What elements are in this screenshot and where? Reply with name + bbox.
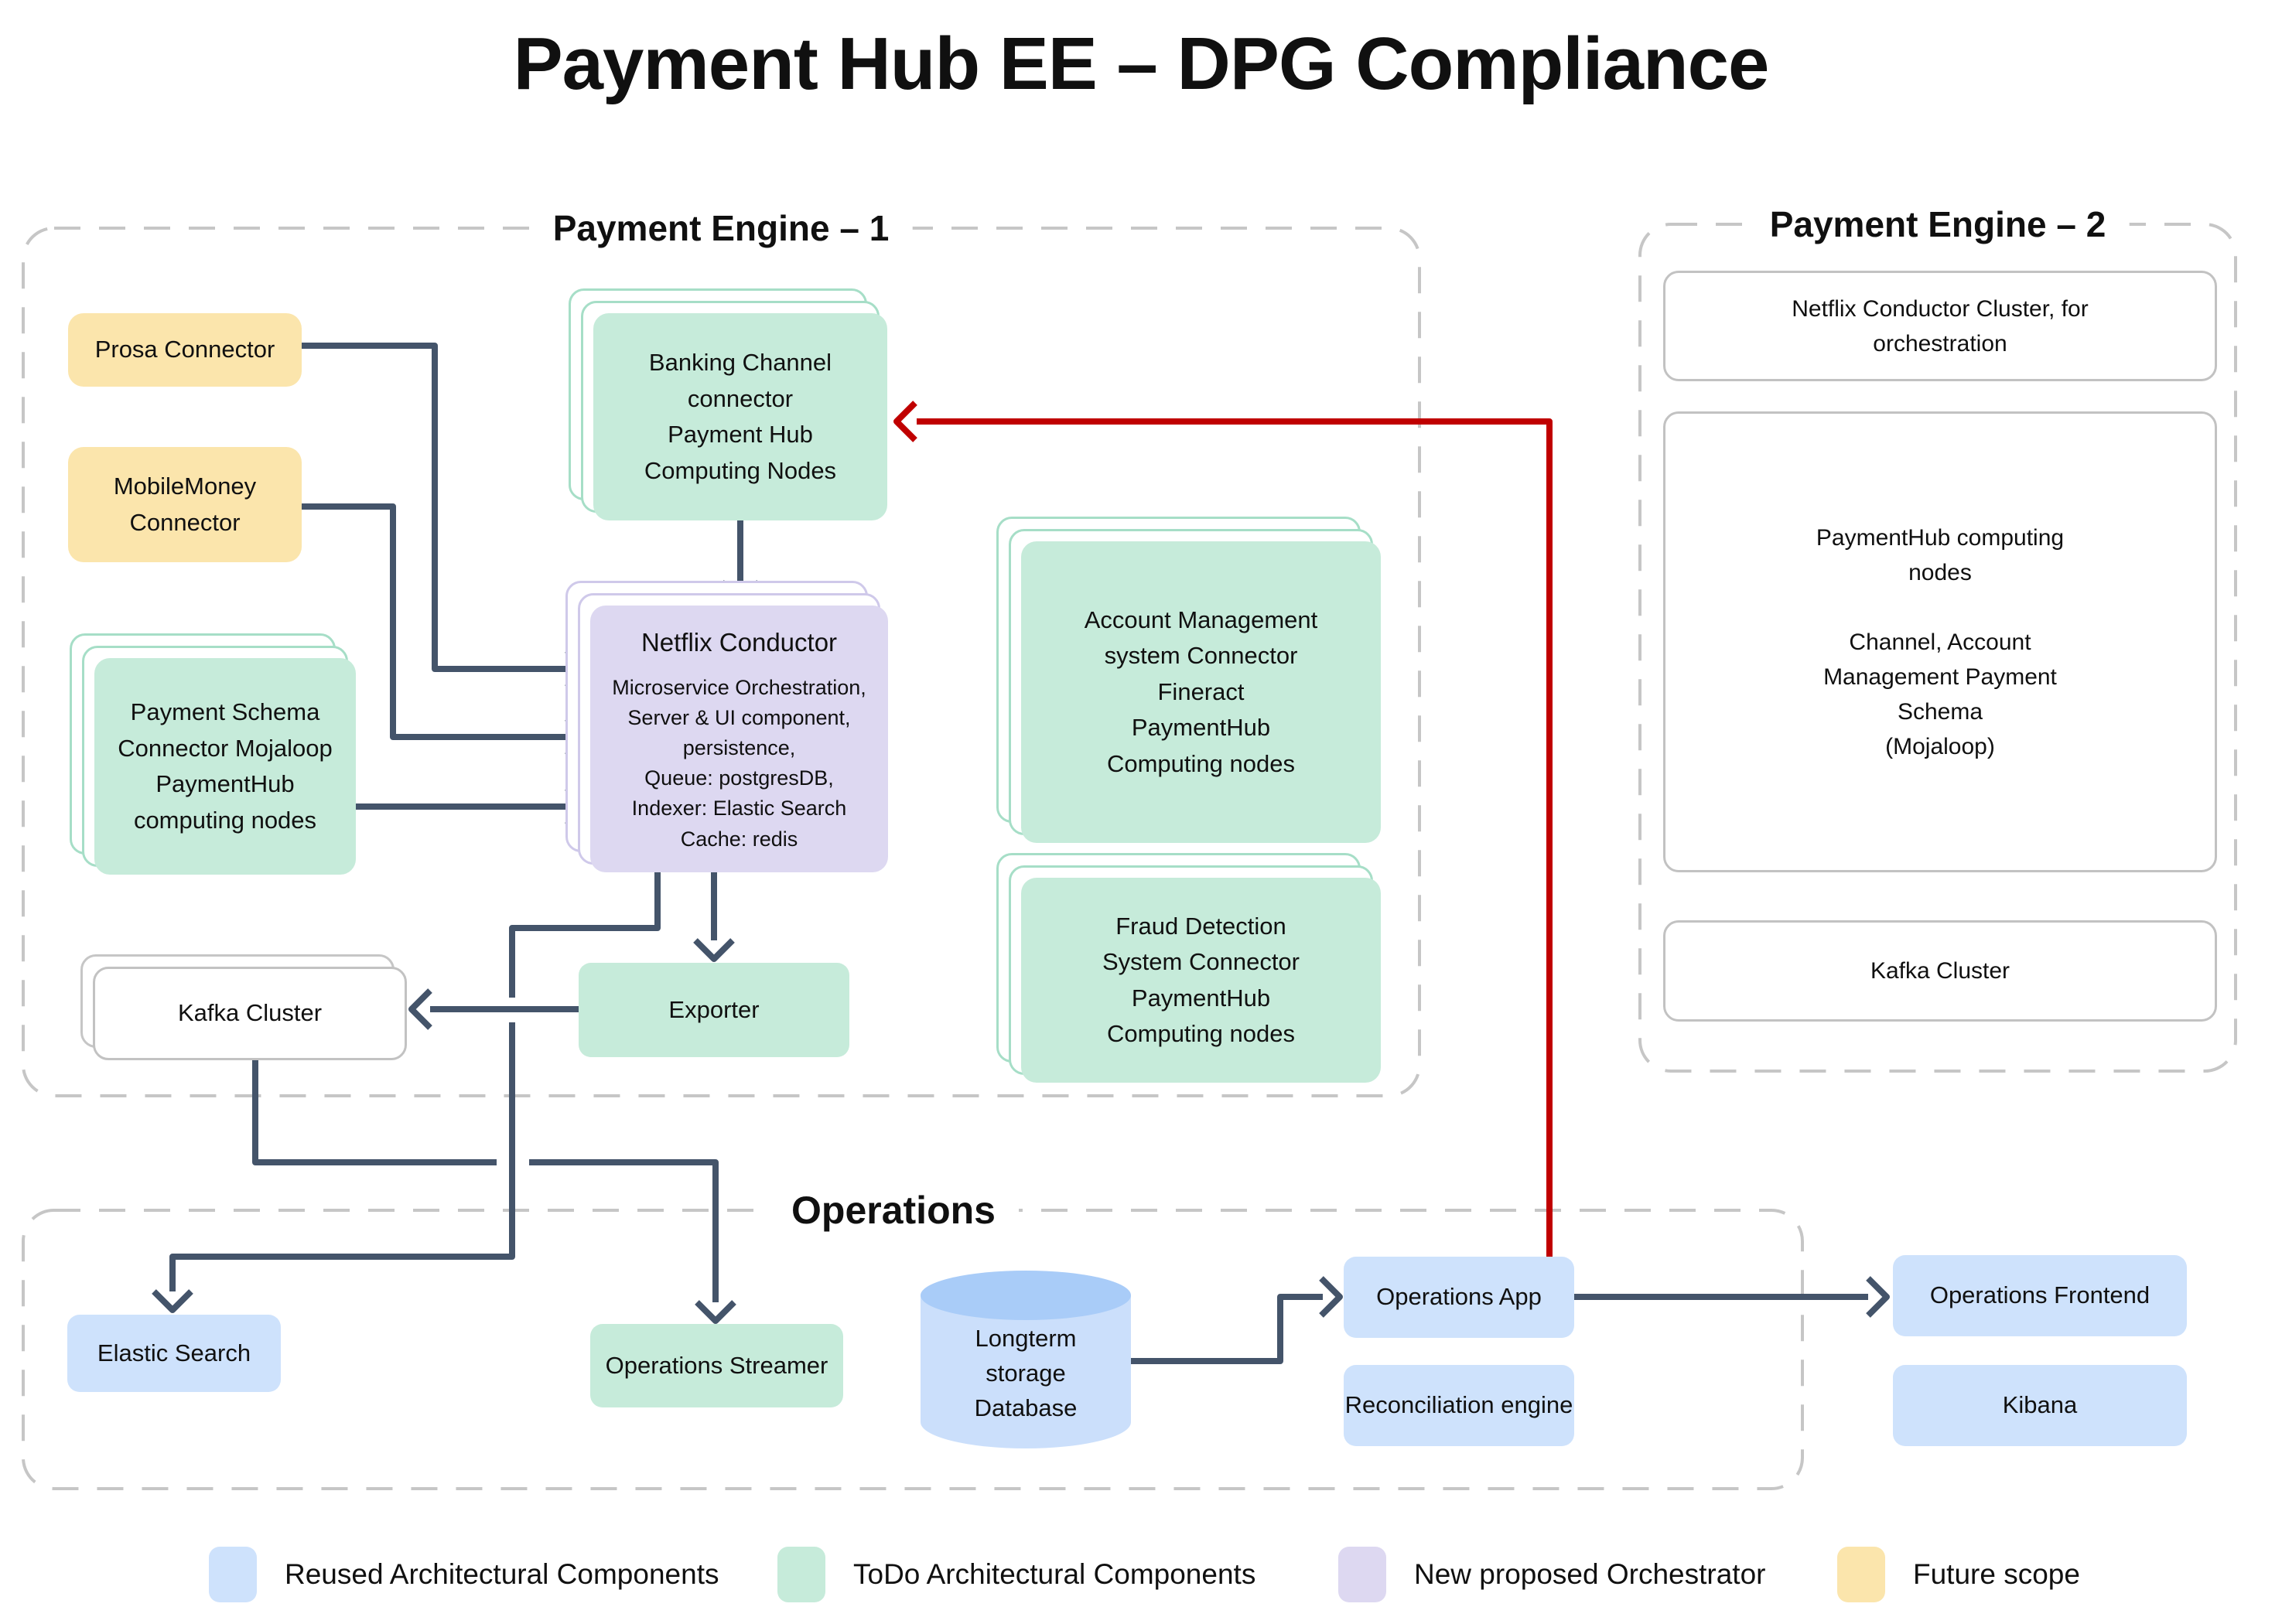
payment-schema-connector-node: Payment Schema Connector Mojaloop Paymen… (70, 633, 356, 875)
fraud-detection-connector-node: Fraud Detection System Connector Payment… (996, 853, 1381, 1083)
engine1-zone-label: Payment Engine – 1 (529, 207, 913, 249)
engine2-computing-nodes-node: PaymentHub computing nodes Channel, Acco… (1663, 411, 2217, 872)
wire-kafka-to-streamer-2 (529, 1159, 719, 1302)
conductor-details: Microservice Orchestration, Server & UI … (612, 675, 866, 851)
engine2-conductor-cluster-node: Netflix Conductor Cluster, for orchestra… (1663, 271, 2217, 381)
legend-item-todo: ToDo Architectural Components (777, 1547, 1255, 1602)
page-title: Payment Hub EE – DPG Compliance (513, 22, 1770, 105)
account-management-connector-node: Account Management system Connector Fine… (996, 517, 1381, 843)
conductor-title: Netflix Conductor (641, 628, 838, 657)
operations-frontend-node: Operations Frontend (1893, 1255, 2187, 1336)
operations-app-node: Operations App (1344, 1257, 1574, 1338)
exporter-node: Exporter (579, 963, 849, 1057)
wire-conductor-to-elastic-2 (169, 1022, 515, 1291)
netflix-conductor-node: Netflix Conductor Microservice Orchestra… (565, 581, 888, 872)
arrowhead-down-icon (693, 938, 735, 962)
wire-kafka-to-streamer-1 (252, 1054, 497, 1165)
kibana-node: Kibana (1893, 1365, 2187, 1446)
arrowhead-down-icon (695, 1300, 736, 1324)
mobilemoney-connector-node: MobileMoney Connector (68, 447, 302, 562)
banking-channel-connector-node: Banking Channel connector Payment Hub Co… (569, 288, 887, 520)
wire-storage-to-opsapp (1131, 1294, 1323, 1364)
wire-opsapp-to-banking-red (917, 418, 1553, 1257)
arrowhead-right-icon (1866, 1276, 1890, 1318)
database-cylinder-icon (921, 1295, 1131, 1448)
operations-zone-label: Operations (768, 1188, 1019, 1233)
elastic-search-node: Elastic Search (67, 1315, 281, 1392)
wire-conductor-to-elastic-1 (509, 872, 661, 998)
legend-item-reused: Reused Architectural Components (209, 1547, 719, 1602)
operations-streamer-node: Operations Streamer (590, 1324, 843, 1407)
arrowhead-left-icon (408, 988, 432, 1030)
legend-swatch-purple-icon (1338, 1547, 1386, 1602)
legend-swatch-yellow-icon (1837, 1547, 1885, 1602)
arrowhead-down-icon (152, 1289, 193, 1313)
engine2-zone-label: Payment Engine – 2 (1746, 203, 2130, 245)
arrowhead-right-icon (1319, 1276, 1343, 1318)
reconciliation-engine-node: Reconciliation engine (1344, 1365, 1574, 1446)
engine2-zone-border (1638, 223, 2237, 1073)
legend-item-orchestrator: New proposed Orchestrator (1338, 1547, 1765, 1602)
longterm-storage-database-node: Longterm storage Database (921, 1271, 1131, 1473)
prosa-connector-node: Prosa Connector (68, 313, 302, 387)
database-cylinder-icon (921, 1271, 1131, 1320)
wire-mobilemoney-to-conductor (302, 503, 569, 740)
legend-swatch-green-icon (777, 1547, 825, 1602)
legend-item-future: Future scope (1837, 1547, 2080, 1602)
engine2-kafka-cluster-node: Kafka Cluster (1663, 920, 2217, 1022)
kafka-cluster-node: Kafka Cluster (80, 954, 407, 1060)
operations-zone-border (22, 1209, 1804, 1490)
legend-swatch-blue-icon (209, 1547, 257, 1602)
wire-prosa-to-conductor (302, 343, 569, 672)
arrowhead-left-red-icon (893, 401, 917, 442)
